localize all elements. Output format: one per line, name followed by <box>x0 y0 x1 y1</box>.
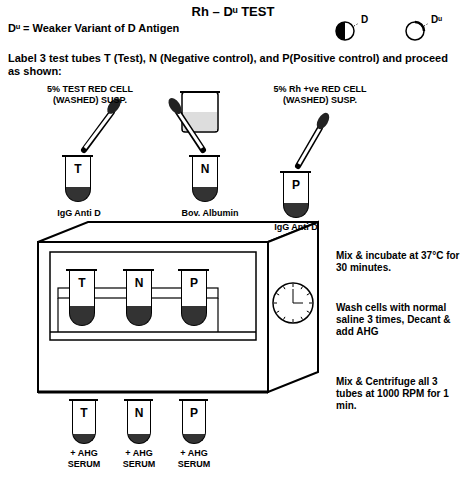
tube-letter: T <box>80 400 87 420</box>
tube-letter: P <box>190 400 198 420</box>
du-antigen <box>415 22 424 31</box>
test-tube: P <box>283 172 309 218</box>
reagent-label: + AHG SERUM <box>168 448 220 470</box>
reagent-label: IgG Anti D <box>261 222 331 233</box>
dropper <box>298 111 332 166</box>
antigen-label: D <box>361 14 368 26</box>
dial-tick <box>277 294 280 296</box>
tube-rim <box>189 155 220 157</box>
dial-tick <box>293 284 294 287</box>
reagent-label: 5% Rh +ve RED CELL (WASHED) SUSP. <box>250 84 390 106</box>
test-tube: N <box>127 400 151 444</box>
tube-rim <box>280 171 311 173</box>
reagent-label: + AHG SERUM <box>113 448 165 470</box>
leader-line <box>354 23 359 26</box>
d-cell <box>336 22 354 40</box>
dial-tick <box>293 319 294 322</box>
tube-rim <box>178 269 209 271</box>
reagent-label: 5% TEST RED CELL (WASHED) SUSP. <box>30 84 150 106</box>
du-cell <box>406 22 424 40</box>
tube-rim <box>66 269 97 271</box>
dial-tick <box>307 294 310 296</box>
tube-rim <box>62 155 93 157</box>
dropper <box>166 96 203 150</box>
tube-letter: P <box>292 172 300 192</box>
reagent-label: IgG Anti D <box>48 208 110 219</box>
reagent-label: Bov. Albumin <box>170 208 250 219</box>
title: Rh – Dᵘ TEST <box>0 4 466 20</box>
step-note: Mix & incubate at 37°C for 30 minutes. <box>336 250 462 274</box>
test-tube: N <box>192 156 218 202</box>
tube-rim <box>69 399 98 401</box>
dial-tick <box>309 303 312 304</box>
test-tube: T <box>69 270 95 326</box>
tube-rim <box>123 269 154 271</box>
tube-letter: T <box>74 156 81 176</box>
leader-line <box>424 23 429 26</box>
test-tube: N <box>126 270 152 326</box>
dial-tick <box>284 287 286 290</box>
step-note: Mix & Centrifuge all 3 tubes at 1000 RPM… <box>336 376 462 412</box>
tube-letter: N <box>201 156 210 176</box>
tube-rim <box>179 399 208 401</box>
tube-rim <box>124 399 153 401</box>
test-tube: T <box>72 400 96 444</box>
dial-tick <box>284 317 286 320</box>
tube-letter: P <box>190 270 198 290</box>
dial <box>273 283 313 323</box>
tube-letter: T <box>78 270 85 290</box>
tube-letter: N <box>135 400 144 420</box>
definition: Dᵘ = Weaker Variant of D Antigen <box>8 22 328 35</box>
dial-tick <box>301 317 303 320</box>
dial-tick <box>277 311 280 313</box>
antigen-label: Dᵘ <box>431 14 442 26</box>
test-tube: T <box>65 156 91 202</box>
reagent-label: + AHG SERUM <box>58 448 110 470</box>
test-tube: P <box>181 270 207 326</box>
incubator <box>38 222 318 392</box>
tube-letter: N <box>135 270 144 290</box>
instruction: Label 3 test tubes T (Test), N (Negative… <box>8 52 458 78</box>
dial-tick <box>274 303 277 304</box>
test-tube: P <box>182 400 206 444</box>
dial-tick <box>307 311 310 313</box>
d-antigen <box>336 22 345 40</box>
dial-tick <box>301 287 303 290</box>
step-note: Wash cells with normal saline 3 times, D… <box>336 302 462 338</box>
